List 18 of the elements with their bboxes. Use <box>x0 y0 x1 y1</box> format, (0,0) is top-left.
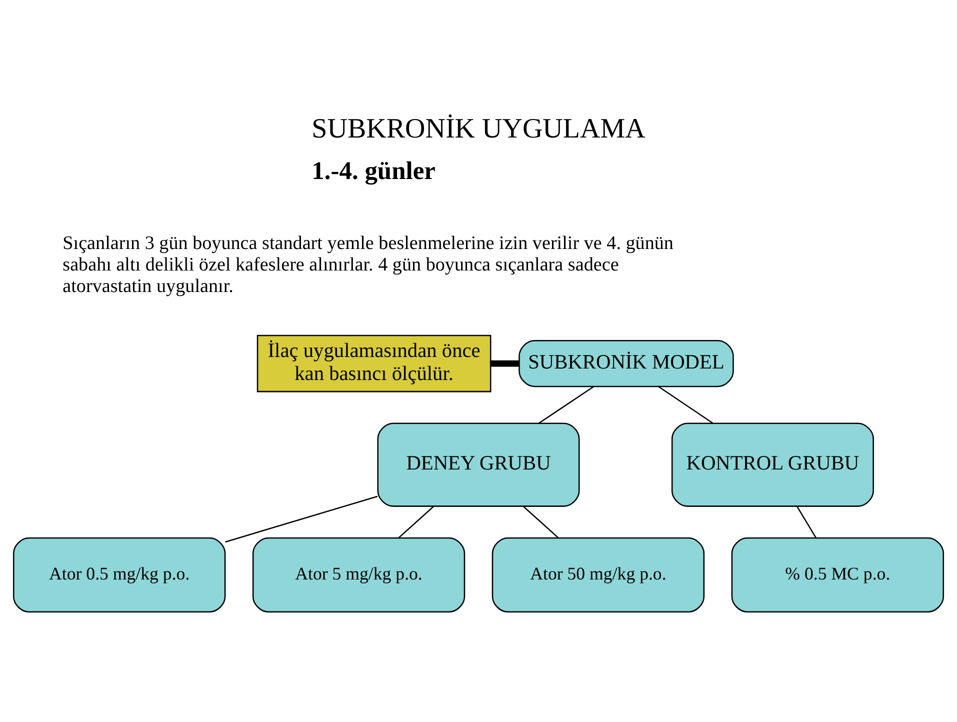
connector <box>398 506 434 538</box>
node-box: DENEY GRUBU <box>377 422 580 507</box>
label: Sıçanların 3 gün boyunca standart yemle beslenmelerine izin verilir ve 4. günün sabahı altı delikli özel kafeslere alınırlar. 4 gün boyunca sıçanlara sadece atorvastatin uygulanır. <box>62 232 674 298</box>
node-box: SUBKRONİK MODEL <box>518 340 734 388</box>
connector <box>658 386 714 424</box>
connector <box>523 506 559 538</box>
label: 1.-4. günler <box>312 156 436 185</box>
node-box: Ator 50 mg/kg p.o. <box>492 537 705 613</box>
node-box: İlaç uygulamasından önce kan basıncı ölçülür. <box>256 334 492 392</box>
node-box: Ator 0.5 mg/kg p.o. <box>12 537 226 613</box>
connector <box>490 360 519 367</box>
connector <box>796 506 817 538</box>
connector <box>225 496 378 543</box>
node-box: % 0.5 MC p.o. <box>731 537 944 613</box>
diagram-title: SUBKRONİK UYGULAMA <box>312 114 646 145</box>
node-box: KONTROL GRUBU <box>671 422 874 507</box>
connector <box>538 386 594 424</box>
node-box: Ator 5 mg/kg p.o. <box>252 537 466 613</box>
